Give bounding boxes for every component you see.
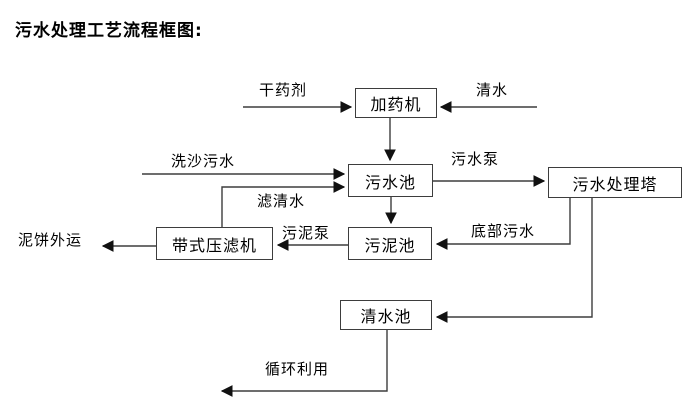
flow-label-bottom-sewage: 底部污水	[471, 222, 536, 240]
flow-label-clean-water: 清水	[476, 81, 509, 99]
flow-label-sewage-pump: 污水泵	[451, 150, 500, 168]
flow-label-dry-agent: 干药剂	[259, 81, 308, 99]
node-sewage-pool: 污水池	[348, 164, 433, 197]
node-sludge-pool-label: 污泥池	[364, 235, 416, 255]
node-clean-water-pool: 清水池	[340, 300, 432, 330]
flow-label-recycle-use: 循环利用	[265, 360, 330, 378]
node-belt-filter-press-label: 带式压滤机	[171, 235, 257, 255]
flow-label-sludge-pump: 污泥泵	[282, 224, 331, 242]
flow-label-sand-washing-sewage: 洗沙污水	[171, 152, 236, 170]
node-clean-water-pool-label: 清水池	[360, 307, 412, 326]
flow-label-filtered-water: 滤清水	[257, 192, 306, 210]
arrow-clean-pool-to-recycle	[220, 330, 388, 397]
page-title: 污水处理工艺流程框图:	[15, 21, 203, 41]
flow-label-mud-cake-out: 泥饼外运	[18, 231, 83, 249]
arrow-filtered-water-to-sewage-pool	[221, 181, 346, 227]
node-sludge-pool: 污泥池	[348, 227, 432, 260]
node-sewage-pool-label: 污水池	[364, 172, 416, 192]
node-dosing-machine-label: 加药机	[370, 95, 422, 114]
arrow-tower-to-clean-water-pool	[435, 198, 593, 323]
node-treatment-tower-label: 污水处理塔	[572, 174, 658, 194]
node-dosing-machine: 加药机	[355, 88, 437, 118]
node-belt-filter-press: 带式压滤机	[156, 227, 273, 260]
arrow-bottom-sewage-to-sludge-pool	[435, 198, 571, 250]
node-treatment-tower: 污水处理塔	[548, 167, 682, 198]
